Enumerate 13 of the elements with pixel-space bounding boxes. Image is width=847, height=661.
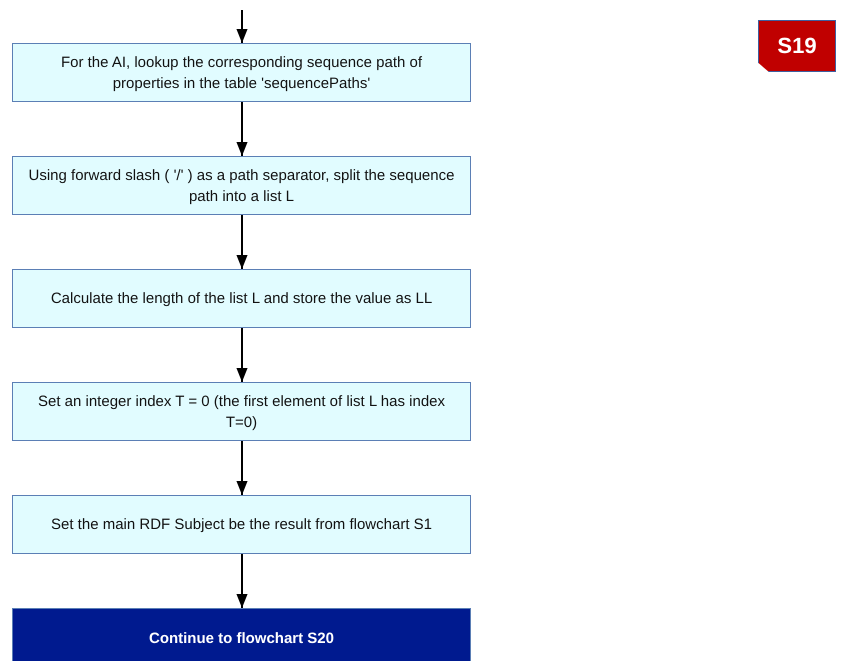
arrow: [236, 328, 248, 382]
arrow: [236, 10, 248, 43]
process-box: Set the main RDF Subject be the result from flowchart S1: [12, 495, 471, 554]
process-box: Set an integer index T = 0 (the first element of list L has index T=0): [12, 382, 471, 441]
arrow: [236, 102, 248, 156]
process-box: For the AI, lookup the corresponding sequence path of properties in the table 'sequencePaths': [12, 43, 471, 102]
page-badge: S19: [758, 20, 836, 72]
process-box: Using forward slash ( '/' ) as a path separator, split the sequence path into a list L: [12, 156, 471, 215]
arrow: [236, 215, 248, 269]
arrow: [236, 441, 248, 495]
arrow: [236, 554, 248, 608]
process-box: Calculate the length of the list L and store the value as LL: [12, 269, 471, 328]
terminal-box: Continue to flowchart S20: [12, 608, 471, 661]
